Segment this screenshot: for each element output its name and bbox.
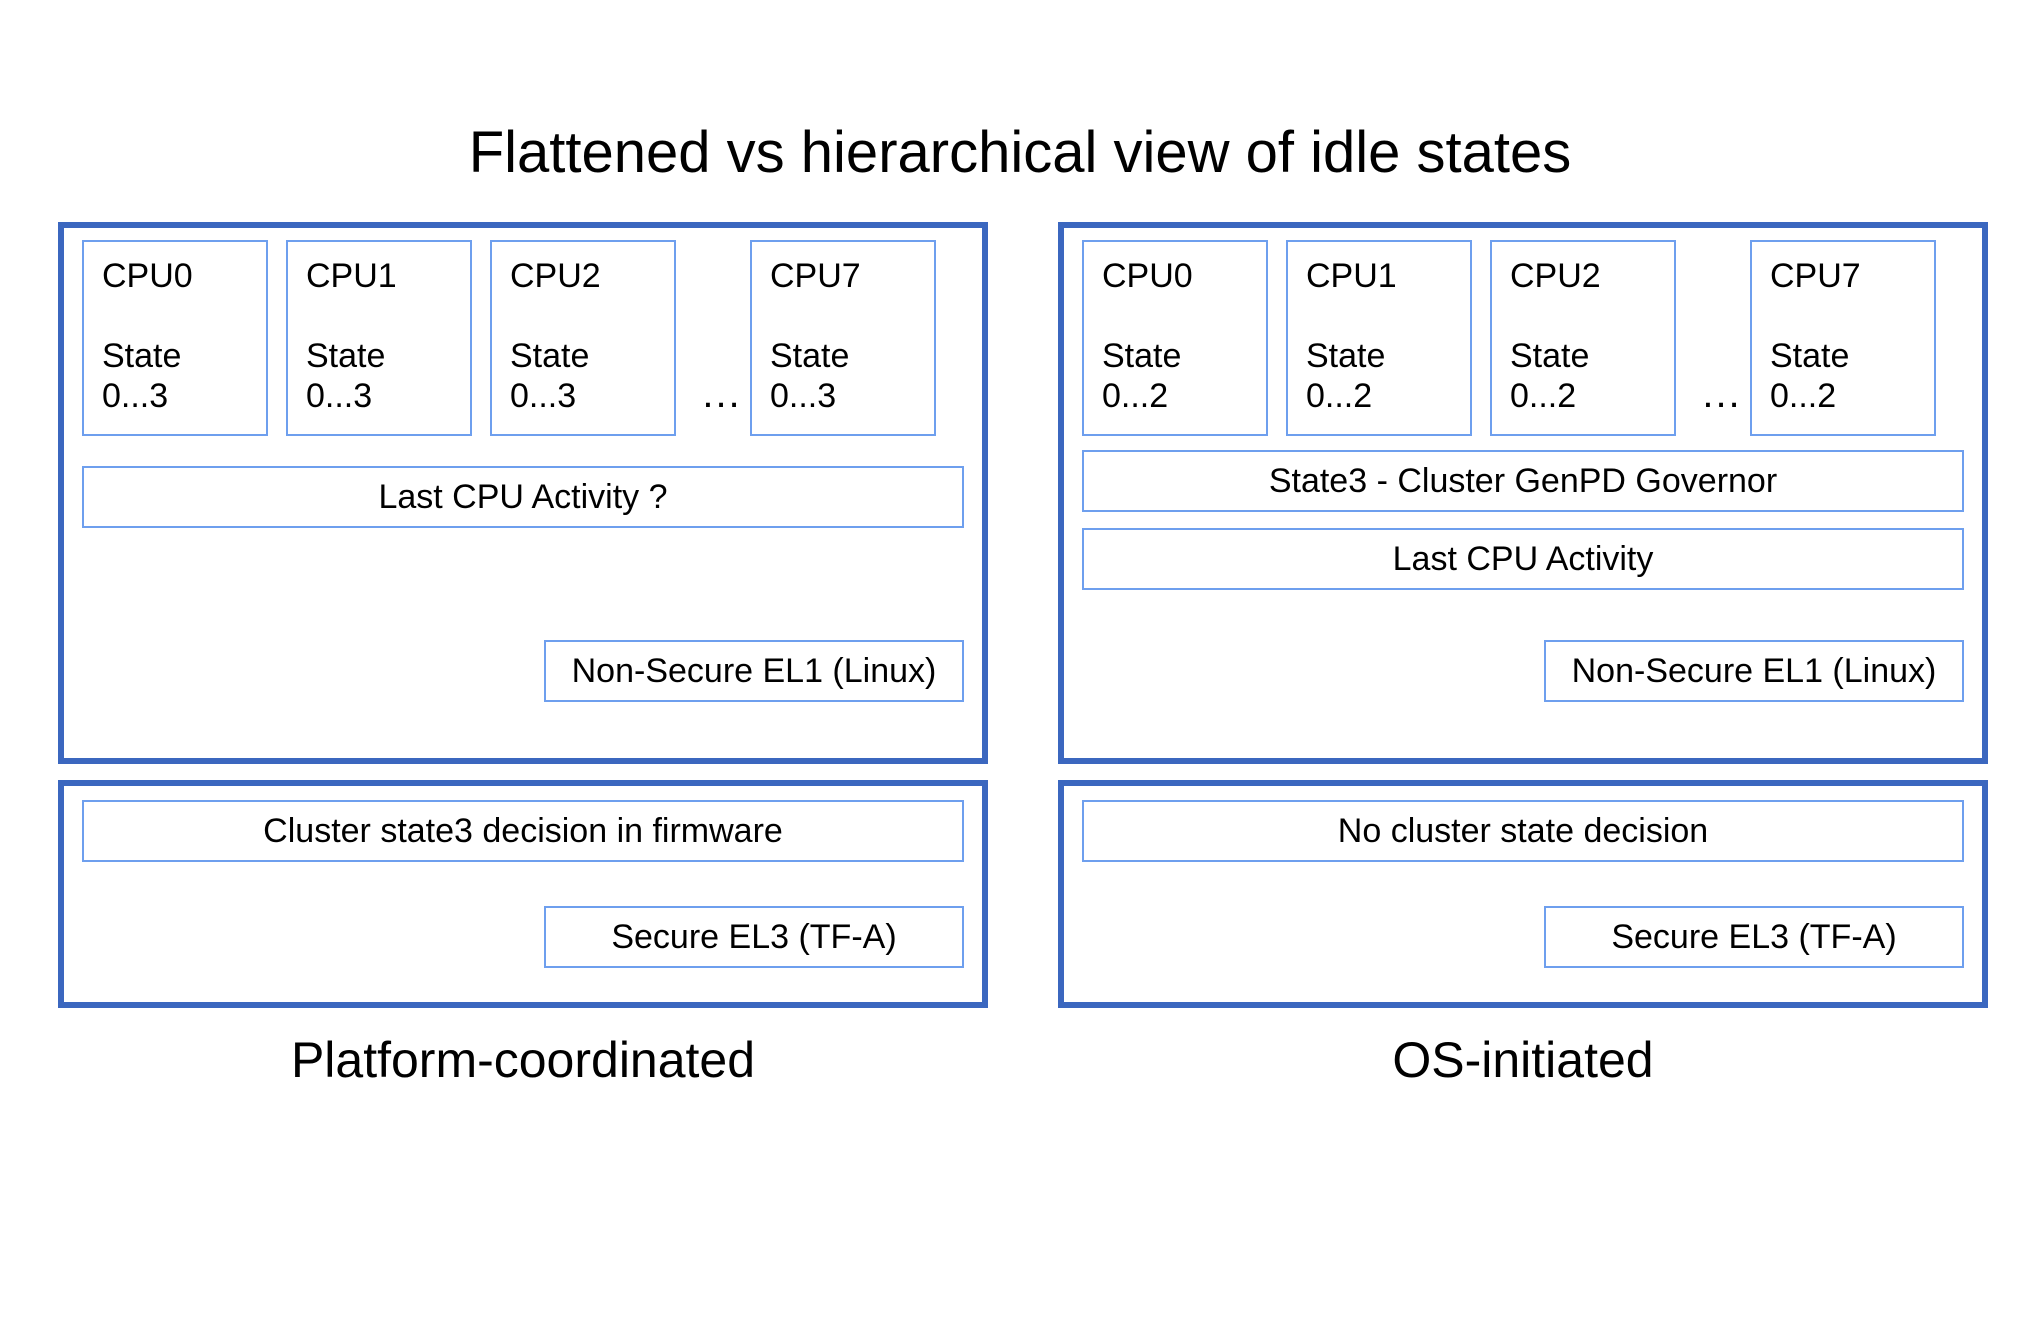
cpu-box[interactable]: CPU2 State 0...3 xyxy=(490,240,676,436)
cpu-state-label: State xyxy=(1510,337,1590,375)
cpu-box[interactable]: CPU2 State 0...2 xyxy=(1490,240,1676,436)
left-last-cpu-activity-bar[interactable]: Last CPU Activity ? xyxy=(82,466,964,528)
cpu-state-label: State xyxy=(102,337,182,375)
platform-coordinated-column: CPU0 State 0...3 CPU1 State 0...3 CPU2 xyxy=(58,222,988,1008)
cpu-state-range: 0...2 xyxy=(1306,377,1373,415)
right-firmware-decision-bar[interactable]: No cluster state decision xyxy=(1082,800,1964,862)
cpu-name: CPU7 xyxy=(770,257,861,295)
cpu-state: State 0...3 xyxy=(770,336,934,416)
left-firmware-panel: Cluster state3 decision in firmware Secu… xyxy=(58,780,988,1008)
cpu-state-label: State xyxy=(770,337,850,375)
right-secure-el3-label: Secure EL3 (TF-A) xyxy=(1544,906,1964,968)
right-firmware-panel-inner: No cluster state decision Secure EL3 (TF… xyxy=(1064,786,1982,1002)
cpu-state-label: State xyxy=(1770,337,1850,375)
left-os-panel: CPU0 State 0...3 CPU1 State 0...3 CPU2 xyxy=(58,222,988,764)
cpu-box[interactable]: CPU0 State 0...3 xyxy=(82,240,268,436)
cpu-state: State 0...2 xyxy=(1510,336,1674,416)
cpu-state: State 0...2 xyxy=(1102,336,1266,416)
cpu-name: CPU0 xyxy=(102,257,193,295)
cpu-state: State 0...3 xyxy=(102,336,266,416)
cpu-state-range: 0...3 xyxy=(102,377,169,415)
cpu-state: State 0...3 xyxy=(510,336,674,416)
cpu-name: CPU7 xyxy=(1770,257,1861,295)
left-secure-el3-label: Secure EL3 (TF-A) xyxy=(544,906,964,968)
cpu-state-range: 0...2 xyxy=(1102,377,1169,415)
os-initiated-column: CPU0 State 0...2 CPU1 State 0...2 CPU2 xyxy=(1058,222,1988,1008)
cpu-state-label: State xyxy=(1102,337,1182,375)
cpu-box[interactable]: CPU1 State 0...3 xyxy=(286,240,472,436)
cpu-ellipsis: ... xyxy=(702,372,742,416)
cpu-state-label: State xyxy=(1306,337,1386,375)
cpu-state-label: State xyxy=(510,337,590,375)
cpu-ellipsis: ... xyxy=(1702,372,1742,416)
cpu-name: CPU2 xyxy=(1510,257,1601,295)
page-title: Flattened vs hierarchical view of idle s… xyxy=(468,120,1572,185)
right-os-panel-inner: CPU0 State 0...2 CPU1 State 0...2 CPU2 xyxy=(1064,228,1982,758)
left-cpu-row: CPU0 State 0...3 CPU1 State 0...3 CPU2 xyxy=(82,240,964,436)
cpu-state: State 0...3 xyxy=(306,336,470,416)
cpu-state-range: 0...3 xyxy=(770,377,837,415)
left-os-panel-inner: CPU0 State 0...3 CPU1 State 0...3 CPU2 xyxy=(64,228,982,758)
cpu-box[interactable]: CPU0 State 0...2 xyxy=(1082,240,1268,436)
cpu-box[interactable]: CPU7 State 0...2 xyxy=(1750,240,1936,436)
cpu-state-range: 0...3 xyxy=(306,377,373,415)
cpu-name: CPU1 xyxy=(1306,257,1397,295)
cpu-state: State 0...2 xyxy=(1306,336,1470,416)
cpu-name: CPU0 xyxy=(1102,257,1193,295)
right-last-cpu-activity-bar[interactable]: Last CPU Activity xyxy=(1082,528,1964,590)
right-column-caption: OS-initiated xyxy=(1392,1032,1654,1088)
cpu-box[interactable]: CPU7 State 0...3 xyxy=(750,240,936,436)
cpu-state: State 0...2 xyxy=(1770,336,1934,416)
left-non-secure-el1-label: Non-Secure EL1 (Linux) xyxy=(544,640,964,702)
cpu-state-range: 0...2 xyxy=(1770,377,1837,415)
left-firmware-decision-bar[interactable]: Cluster state3 decision in firmware xyxy=(82,800,964,862)
right-cpu-row: CPU0 State 0...2 CPU1 State 0...2 CPU2 xyxy=(1082,240,1964,436)
cpu-box[interactable]: CPU1 State 0...2 xyxy=(1286,240,1472,436)
cpu-state-range: 0...2 xyxy=(1510,377,1577,415)
cluster-genpd-governor-bar[interactable]: State3 - Cluster GenPD Governor xyxy=(1082,450,1964,512)
right-firmware-panel: No cluster state decision Secure EL3 (TF… xyxy=(1058,780,1988,1008)
right-os-panel: CPU0 State 0...2 CPU1 State 0...2 CPU2 xyxy=(1058,222,1988,764)
right-non-secure-el1-label: Non-Secure EL1 (Linux) xyxy=(1544,640,1964,702)
cpu-state-label: State xyxy=(306,337,386,375)
cpu-state-range: 0...3 xyxy=(510,377,577,415)
left-column-caption: Platform-coordinated xyxy=(290,1032,756,1088)
left-firmware-panel-inner: Cluster state3 decision in firmware Secu… xyxy=(64,786,982,1002)
cpu-name: CPU2 xyxy=(510,257,601,295)
cpu-name: CPU1 xyxy=(306,257,397,295)
